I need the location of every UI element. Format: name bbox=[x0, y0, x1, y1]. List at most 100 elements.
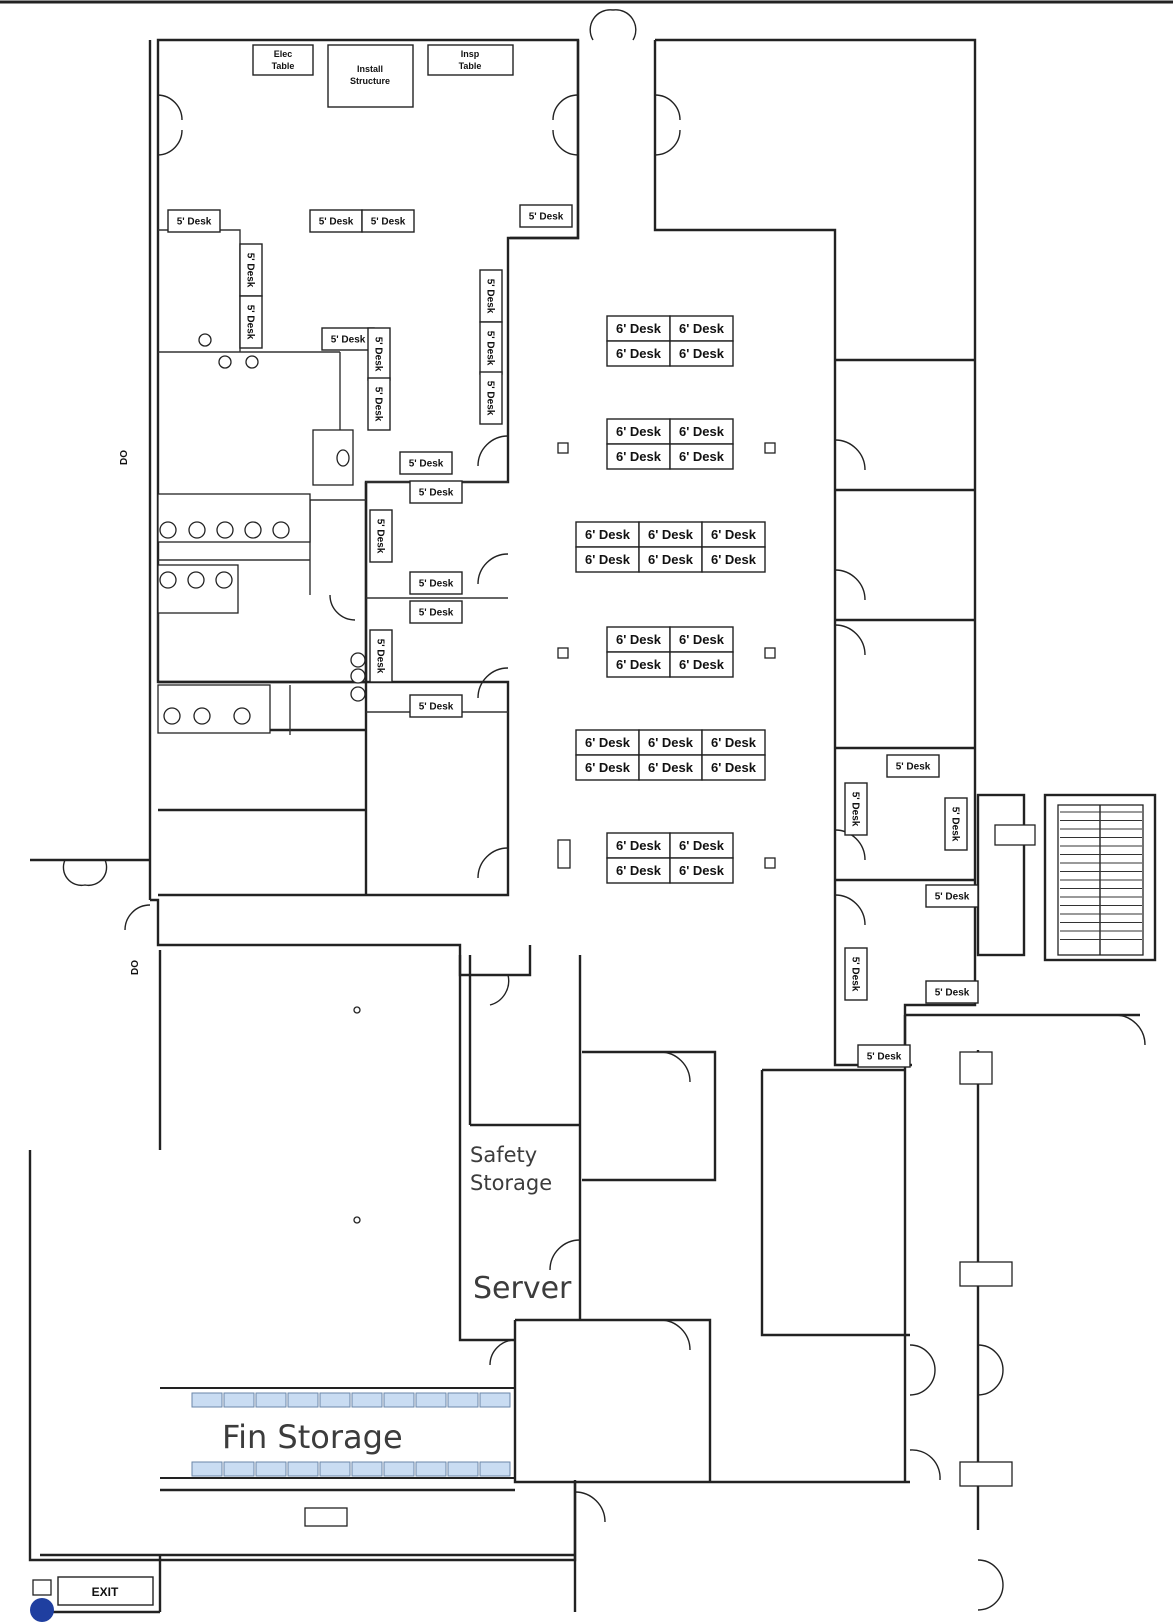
desk: 6' Desk bbox=[606, 857, 671, 884]
desk: 6' Desk bbox=[606, 418, 671, 445]
desk: 6' Desk bbox=[669, 443, 734, 470]
desk: 6' Desk bbox=[701, 546, 766, 573]
equipment: Elec Table Install Structure Insp Table bbox=[252, 44, 514, 108]
desk: 6' Desk bbox=[575, 754, 640, 781]
desk-label: 5' Desk bbox=[371, 217, 406, 228]
desk: 5' Desk bbox=[361, 209, 415, 233]
desk-label: 6' Desk bbox=[648, 527, 694, 542]
storage-rack bbox=[223, 1392, 255, 1408]
desk-label: 6' Desk bbox=[616, 863, 662, 878]
desk: 5' Desk bbox=[309, 209, 363, 233]
storage-rack bbox=[191, 1392, 223, 1408]
desk-label: 5' Desk bbox=[319, 217, 354, 228]
install-structure-label-2: Structure bbox=[350, 76, 390, 86]
desk: 6' Desk bbox=[638, 546, 703, 573]
desk-label: 6' Desk bbox=[679, 632, 725, 647]
desk-label: 5' Desk bbox=[373, 337, 384, 372]
doors bbox=[62, 9, 1146, 1611]
desk-label: 6' Desk bbox=[585, 527, 631, 542]
desk: 5' Desk bbox=[367, 327, 391, 381]
desk: 5' Desk bbox=[844, 947, 868, 1001]
desk: 6' Desk bbox=[606, 315, 671, 342]
desk-label: 6' Desk bbox=[616, 838, 662, 853]
fin-storage-label: Fin Storage bbox=[222, 1418, 403, 1456]
desk-label: 6' Desk bbox=[648, 735, 694, 750]
storage-rack bbox=[287, 1461, 319, 1477]
storage-rack bbox=[255, 1392, 287, 1408]
desk-label: 6' Desk bbox=[679, 346, 725, 361]
desk-label: 6' Desk bbox=[679, 863, 725, 878]
desk-label: 5' Desk bbox=[245, 305, 256, 340]
desk-label: 5' Desk bbox=[419, 488, 454, 499]
desk: 6' Desk bbox=[606, 651, 671, 678]
desk: 6' Desk bbox=[575, 729, 640, 756]
insp-table-label-2: Table bbox=[459, 61, 482, 71]
storage-rack bbox=[447, 1392, 479, 1408]
side-mark-upper: DO bbox=[119, 450, 130, 465]
storage-rack bbox=[479, 1461, 511, 1477]
desk-label: 6' Desk bbox=[648, 760, 694, 775]
desk-label: 5' Desk bbox=[850, 792, 861, 827]
storage-rack bbox=[415, 1461, 447, 1477]
desk-label: 5' Desk bbox=[331, 335, 366, 346]
desk-label: 5' Desk bbox=[529, 212, 564, 223]
desk-label: 5' Desk bbox=[419, 608, 454, 619]
desk-label: 5' Desk bbox=[935, 892, 970, 903]
desk-label: 6' Desk bbox=[616, 424, 662, 439]
desk: 6' Desk bbox=[606, 832, 671, 859]
storage-rack bbox=[351, 1461, 383, 1477]
desk: 5' Desk bbox=[239, 295, 263, 349]
insp-table-label-1: Insp bbox=[461, 49, 480, 59]
desk: 6' Desk bbox=[669, 626, 734, 653]
desk-label: 6' Desk bbox=[711, 527, 757, 542]
desk: 5' Desk bbox=[399, 451, 453, 475]
storage-rack bbox=[255, 1461, 287, 1477]
storage-rack bbox=[351, 1392, 383, 1408]
desk: 5' Desk bbox=[369, 509, 393, 563]
desk: 5' Desk bbox=[479, 269, 503, 323]
desk-label: 6' Desk bbox=[616, 346, 662, 361]
desk: 5' Desk bbox=[925, 884, 979, 908]
desk-label: 5' Desk bbox=[485, 279, 496, 314]
exit-sign bbox=[57, 1576, 154, 1606]
desk: 6' Desk bbox=[638, 754, 703, 781]
desk: 5' Desk bbox=[886, 754, 940, 778]
desk-label: 5' Desk bbox=[373, 387, 384, 422]
desk-label: 5' Desk bbox=[485, 331, 496, 366]
desk: 5' Desk bbox=[369, 629, 393, 683]
desk: 6' Desk bbox=[669, 340, 734, 367]
install-structure-label-1: Install bbox=[357, 64, 383, 74]
storage-rack bbox=[447, 1461, 479, 1477]
insp-table bbox=[427, 44, 514, 76]
desk: 5' Desk bbox=[844, 782, 868, 836]
side-mark-lower: DO bbox=[130, 960, 141, 975]
desk-label: 6' Desk bbox=[585, 735, 631, 750]
desk: 6' Desk bbox=[701, 521, 766, 548]
exit-sign-label: EXIT bbox=[92, 1585, 119, 1599]
desk-label: 6' Desk bbox=[679, 424, 725, 439]
storage-rack bbox=[479, 1392, 511, 1408]
desk: 6' Desk bbox=[669, 832, 734, 859]
desk-label: 6' Desk bbox=[711, 760, 757, 775]
desk-label: 6' Desk bbox=[679, 838, 725, 853]
desk-label: 5' Desk bbox=[950, 807, 961, 842]
desk: 5' Desk bbox=[409, 600, 463, 624]
desk-label: 6' Desk bbox=[679, 449, 725, 464]
mid-left-wall bbox=[150, 898, 532, 977]
desk: 5' Desk bbox=[409, 571, 463, 595]
desk: 6' Desk bbox=[606, 443, 671, 470]
desk: 5' Desk bbox=[925, 980, 979, 1004]
desk: 5' Desk bbox=[367, 377, 391, 431]
storage-rack bbox=[223, 1461, 255, 1477]
desk: 5' Desk bbox=[519, 204, 573, 228]
storage-rack bbox=[415, 1392, 447, 1408]
desk: 6' Desk bbox=[701, 729, 766, 756]
desk: 6' Desk bbox=[669, 857, 734, 884]
fin-storage-racks bbox=[191, 1392, 511, 1477]
desk-label: 6' Desk bbox=[616, 657, 662, 672]
desk-label: 5' Desk bbox=[409, 459, 444, 470]
desk: 5' Desk bbox=[239, 243, 263, 297]
desk: 6' Desk bbox=[606, 340, 671, 367]
elec-table bbox=[252, 44, 314, 76]
